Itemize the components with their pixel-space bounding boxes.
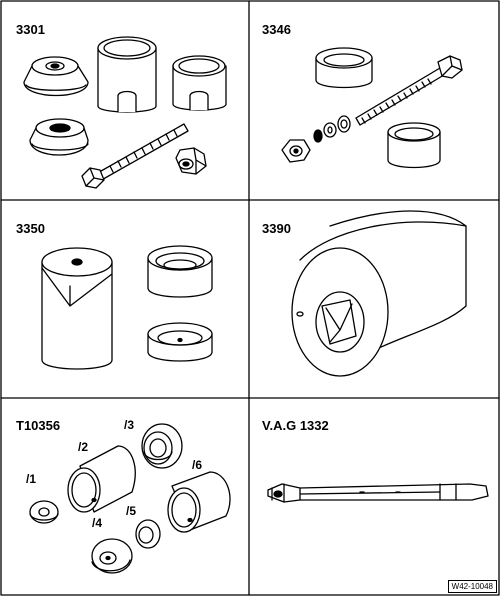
tool-label-T10356: T10356 (16, 418, 61, 433)
part-label-4: /4 (92, 516, 103, 530)
part-label-6: /6 (192, 458, 203, 472)
tool-3346-drawing (281, 47, 463, 169)
tool-VAG1332-drawing (267, 483, 489, 503)
tool-3390-drawing (291, 210, 467, 377)
part-label-3: /3 (124, 418, 135, 432)
tool-label-3346: 3346 (262, 22, 291, 37)
tool-label-VAG1332: V.A.G 1332 (262, 418, 329, 433)
tool-label-3301: 3301 (16, 22, 45, 37)
figure-reference: W42-10048 (447, 580, 497, 593)
part-label-1: /1 (26, 472, 37, 486)
tool-T10356-drawing (29, 423, 231, 574)
tool-3350-drawing (41, 245, 213, 370)
part-label-2: /2 (78, 440, 89, 454)
tool-label-3350: 3350 (16, 221, 45, 236)
part-label-5: /5 (126, 504, 137, 518)
tool-label-3390: 3390 (262, 221, 291, 236)
tool-3301-drawing (23, 36, 227, 189)
